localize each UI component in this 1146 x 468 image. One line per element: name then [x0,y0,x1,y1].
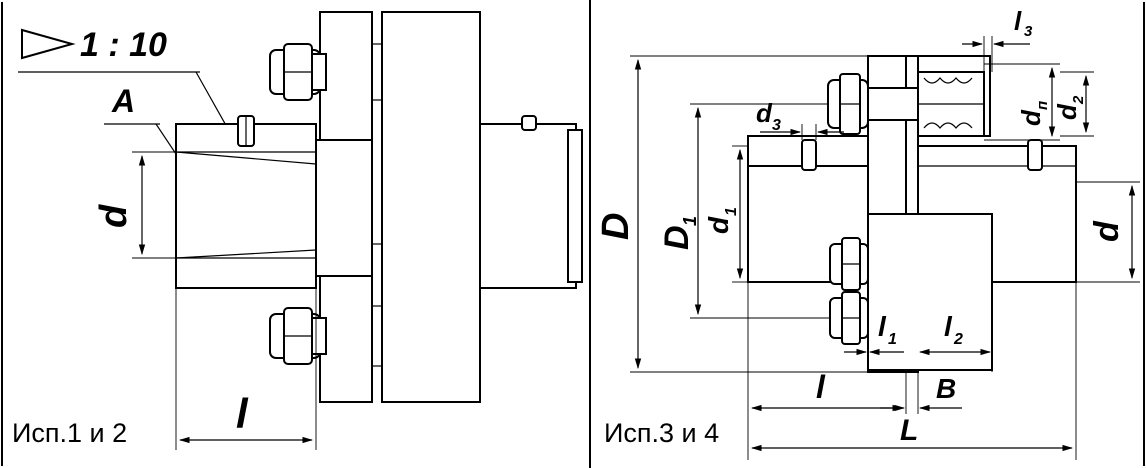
left-shaft-sleeve [479,115,583,289]
dimension-l3 [962,36,1030,72]
dimension-D1-label: D [658,225,696,250]
pin-bolt-icon [827,73,919,135]
dimension-d-right [1076,181,1140,283]
dimension-l-right [747,282,907,460]
dimension-D [630,55,868,373]
dimension-l1-label: l [878,311,887,342]
lower-bolt-icon [269,307,327,365]
dimension-d1 [732,145,748,283]
dimension-l1-subscript: 1 [888,331,897,348]
dimension-dn-label: d [1016,109,1046,126]
dimension-d-right-label: d [1088,220,1126,242]
elastic-bushing-icon [917,71,985,137]
upper-bolt-icon [269,43,327,101]
lower-bolt-2-icon [829,291,869,345]
section-a-label: A [111,83,135,119]
right-view-caption: Исп.3 и 4 [604,418,719,448]
dimension-l2-label: l [944,311,953,342]
left-flange [315,11,382,403]
dimension-d1-subscript: 1 [723,207,740,216]
right-flange [381,11,481,403]
dimension-l3-subscript: 3 [1024,23,1033,40]
dimension-d3 [760,124,844,140]
dimension-d2-subscript: 2 [1070,95,1087,105]
dimension-l-right-label: l [816,369,826,405]
dimension-l-left [175,288,317,450]
dimension-B [880,372,962,414]
dimension-d2-label: d [1052,103,1082,120]
left-view-caption: Исп.1 и 2 [12,418,127,448]
dimension-dn-subscript: п [1034,101,1051,110]
dimension-l2 [918,340,993,372]
left-hub [175,115,317,289]
dimension-l3-label: l [1014,6,1022,36]
dimension-L [750,282,1077,460]
dimension-d3-subscript: 3 [772,117,781,134]
dimension-d-left [132,151,176,259]
dimension-l2-subscript: 2 [953,331,963,348]
lower-bolt-1-icon [829,237,869,291]
right-view: D D 1 d 1 d 3 [595,6,1140,460]
dimension-L-label: L [900,414,918,447]
dimension-d1-label: d [703,216,734,234]
taper-ratio-label: 1 : 10 [80,26,167,64]
dimension-dn [984,63,1060,141]
dimension-D-label: D [595,213,637,240]
dimension-D1-subscript: 1 [680,216,700,226]
left-view: 1 : 10 A [12,11,583,450]
right-inner-shaft [867,213,993,371]
dimension-D1 [690,103,830,319]
dimension-d2 [1060,71,1094,137]
dimension-d-label: d [93,204,135,228]
taper-symbol-icon [21,28,76,60]
dimension-B-label: B [936,373,956,404]
dimension-d3-label: d [756,98,773,128]
dimension-l-label: l [236,390,249,437]
dimension-l1 [844,340,904,372]
